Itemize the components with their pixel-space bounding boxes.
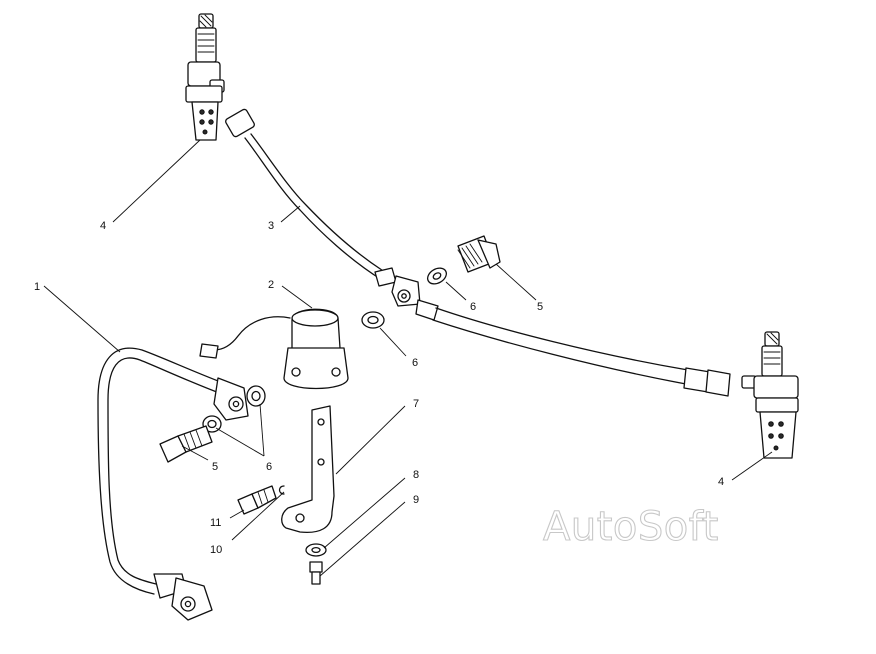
washers-lower bbox=[202, 385, 266, 433]
bracket bbox=[281, 405, 335, 534]
callout-4-right: 4 bbox=[718, 476, 724, 488]
callout-labels: 1 2 3 4 4 5 5 6 6 6 7 8 9 10 11 bbox=[34, 220, 724, 556]
fuel-pipe-left bbox=[97, 347, 249, 621]
callout-1: 1 bbox=[34, 281, 40, 293]
callout-2: 2 bbox=[268, 279, 274, 291]
callout-6-lower: 6 bbox=[266, 461, 272, 473]
callout-3: 3 bbox=[268, 220, 274, 232]
callout-9: 9 bbox=[413, 494, 419, 506]
callout-11: 11 bbox=[210, 517, 221, 529]
injector-right bbox=[741, 331, 799, 459]
leader-lines bbox=[43, 139, 773, 577]
washers-upper bbox=[361, 267, 447, 329]
filter-unit bbox=[199, 308, 349, 390]
callout-10: 10 bbox=[210, 544, 222, 556]
callout-5-lower: 5 bbox=[212, 461, 218, 473]
small-fasteners bbox=[237, 485, 327, 585]
callout-5-upper: 5 bbox=[537, 301, 543, 313]
callout-7: 7 bbox=[413, 398, 419, 410]
banjo-bolt-upper bbox=[457, 235, 501, 273]
callout-4-upper: 4 bbox=[100, 220, 106, 232]
banjo-bolt-lower bbox=[159, 425, 213, 463]
callout-8: 8 bbox=[413, 469, 419, 481]
return-pipe bbox=[225, 108, 731, 397]
injector-top-left bbox=[185, 13, 225, 141]
callout-6-upper: 6 bbox=[470, 301, 476, 313]
callout-6-middle: 6 bbox=[412, 357, 418, 369]
watermark: AutoSoft bbox=[543, 504, 719, 550]
